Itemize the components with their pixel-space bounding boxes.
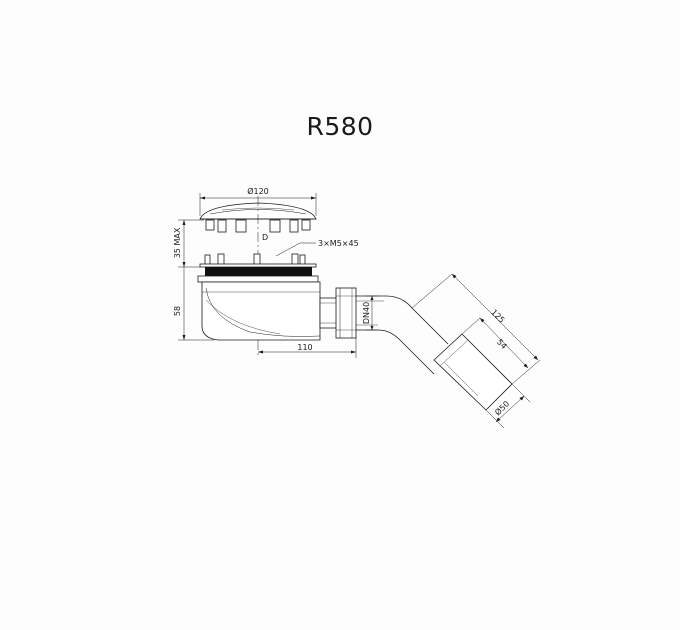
label-elbow-length: 125 <box>489 308 506 325</box>
elbow-pipe <box>356 295 513 411</box>
dimension-socket-diameter <box>485 383 531 429</box>
label-cover-diameter: Ø120 <box>247 186 269 196</box>
dimension-body-height <box>178 267 214 341</box>
label-axis: D <box>262 233 268 242</box>
drawing-title: R580 <box>306 112 374 141</box>
drain-flange <box>197 253 319 283</box>
label-outlet-dn: DN40 <box>362 302 371 324</box>
dimension-outlet-offset <box>258 338 357 358</box>
dimension-outlet-dn <box>366 295 378 331</box>
dimension-elbow-length <box>411 273 541 385</box>
dimension-socket-length <box>461 317 529 369</box>
label-socket-length: 54 <box>495 337 509 351</box>
label-height-max: 35 MAX <box>173 227 182 258</box>
drain-body <box>201 281 357 341</box>
dimension-height-max <box>178 219 204 268</box>
label-screws: 3×M5×45 <box>318 239 359 248</box>
label-body-height: 58 <box>173 306 182 316</box>
label-outlet-offset: 110 <box>297 343 312 352</box>
label-socket-diameter: Ø50 <box>493 399 512 418</box>
screws-leader <box>275 242 316 257</box>
